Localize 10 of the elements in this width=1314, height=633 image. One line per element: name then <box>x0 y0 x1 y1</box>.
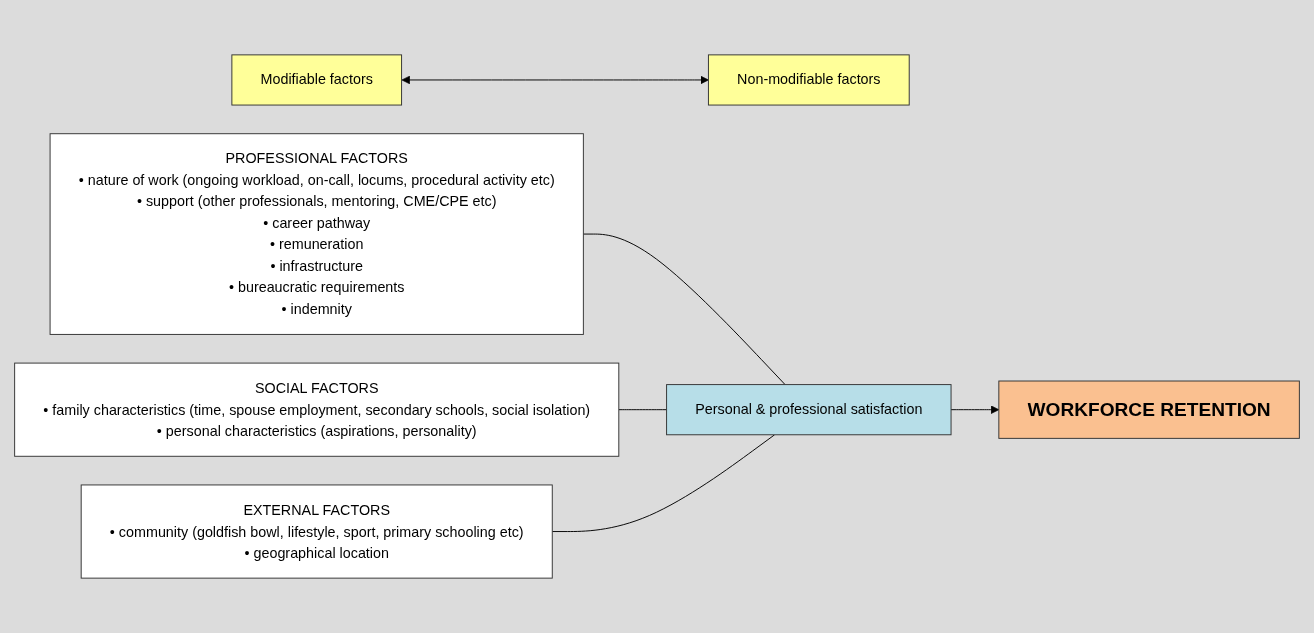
node-box: Modifiable factors <box>231 54 403 106</box>
connector <box>551 434 776 532</box>
node-box: PROFESSIONAL FACTORS • nature of work (ongoing workload, on-call, locums, procedural activity etc) • support (other professionals, mentoring, CME/CPE etc) • career pathway • remuneration • infrastructure • bureaucratic requirements • indemnity <box>49 133 584 335</box>
connector <box>582 233 786 386</box>
node-box: Personal & professional satisfaction <box>666 384 952 436</box>
node-box: WORKFORCE RETENTION <box>998 380 1300 439</box>
node-box: SOCIAL FACTORS • family characteristics (time, spouse employment, secondary schools, social isolation) • personal characteristics (aspirations, personality) <box>14 362 620 457</box>
connector <box>618 409 668 411</box>
node-box: EXTERNAL FACTORS • community (goldfish bowl, lifestyle, sport, primary schooling etc) • geographical location <box>80 484 553 579</box>
node-box: Non-modifiable factors <box>707 54 910 106</box>
